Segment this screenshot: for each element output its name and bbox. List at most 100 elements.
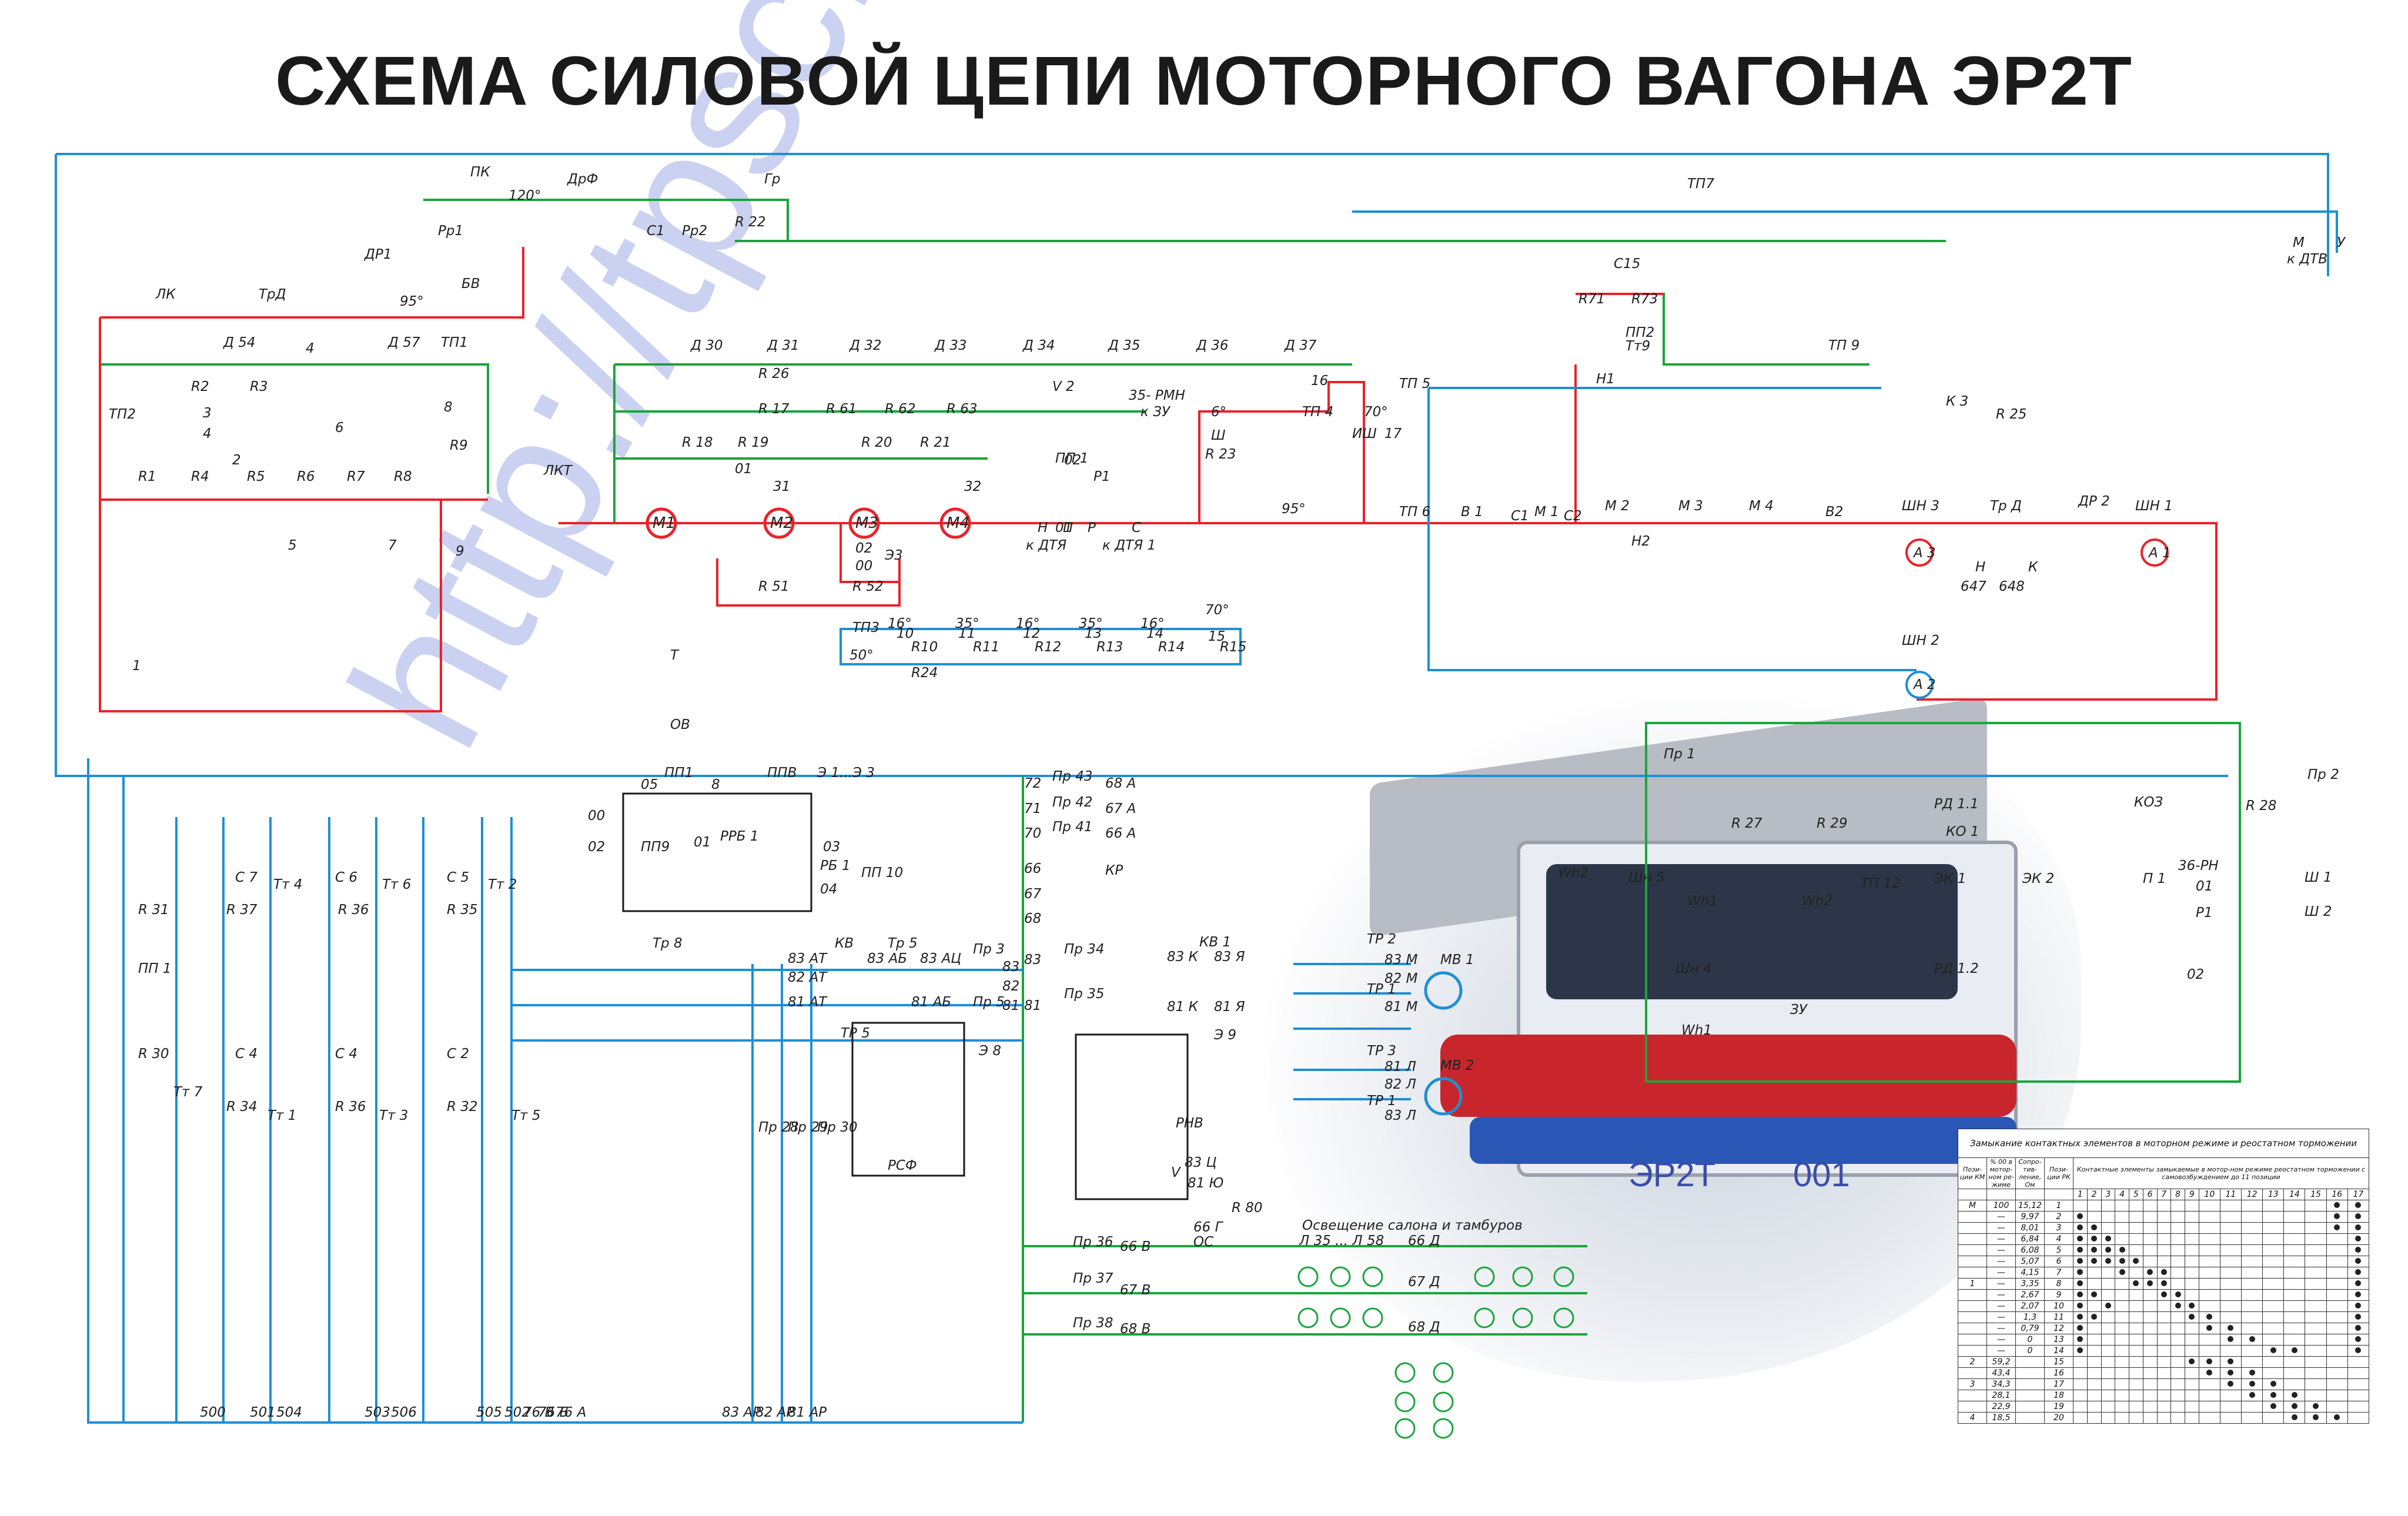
table-cell: 2,07 (2015, 1300, 2045, 1312)
closed-contact-dot (2119, 1258, 2125, 1264)
aux-label: R 36 (338, 902, 369, 918)
closed-contact-dot (2105, 1247, 2111, 1253)
contact-cell (2086, 1367, 2102, 1379)
closed-contact-dot (2133, 1258, 2139, 1264)
lamp-icon (1330, 1266, 1351, 1287)
mv-label: 81 М (1384, 999, 1418, 1015)
right-label: Шн 4 (1675, 961, 1712, 976)
contact-cell (2241, 1244, 2263, 1256)
lamps-label: КР (1105, 863, 1123, 878)
aux-label: 03 (823, 839, 840, 855)
train-red-stripe (1440, 1035, 2016, 1117)
contact-cell (2156, 1311, 2172, 1323)
contact-col-header: 4 (2115, 1189, 2129, 1200)
table-cell (1958, 1256, 1987, 1267)
contact-cell (2347, 1378, 2370, 1390)
resist-label: 35- РМН (1129, 388, 1185, 403)
contact-cell (2129, 1300, 2143, 1312)
top-label: Гр (764, 172, 780, 187)
contact-col-header: 1 (2073, 1189, 2088, 1200)
right-label: РД 1.1 (1934, 797, 1979, 812)
contact-cell (2170, 1412, 2185, 1424)
line-label: ТрД (259, 287, 286, 302)
field-label: М 3 (1678, 498, 1703, 514)
contact-col-header: 6 (2142, 1189, 2158, 1200)
table-header: Пози-ции РК (2044, 1157, 2073, 1189)
table-cell (2015, 1390, 2045, 1401)
diodes-label: Д 37 (1284, 338, 1317, 353)
closed-contact-dot (2355, 1336, 2362, 1342)
lamps-label: Пр 35 (1064, 986, 1104, 1002)
aux-label: ПП 10 (861, 865, 903, 881)
contact-cell (2198, 1345, 2220, 1357)
table-cell (2015, 1356, 2045, 1368)
contact-cell (2283, 1289, 2306, 1301)
closed-contact-dot (2334, 1202, 2340, 1208)
right-label: R 29 (1817, 816, 1848, 831)
mv-label: 83 Л (1384, 1108, 1416, 1123)
aux-black-e9 (1075, 1033, 1189, 1200)
contact-cell (2185, 1367, 2199, 1379)
contact-cell (2129, 1311, 2143, 1323)
resist-label: 00 (855, 558, 872, 574)
field-label: 70° (1364, 404, 1388, 420)
field-label: 17 (1384, 426, 1402, 441)
resist-label: R 52 (852, 579, 884, 594)
table-cell: 2 (2044, 1211, 2073, 1223)
table-cell: 1 (1958, 1278, 1987, 1290)
table-cell (2015, 1367, 2045, 1379)
right-label: 02 (2187, 967, 2204, 982)
contact-cell (2115, 1278, 2129, 1290)
table-cell: 3 (2044, 1222, 2073, 1234)
table-header-contacts: Контактные элементы замыкаемые в мотор-н… (2073, 1157, 2369, 1189)
aux-label: R 32 (447, 1099, 478, 1115)
contact-cell (2326, 1289, 2348, 1301)
table-cell (1958, 1222, 1987, 1234)
lamps-label: 68 (1024, 911, 1041, 926)
table-cell: 10 (2044, 1300, 2073, 1312)
contact-cell (2219, 1300, 2242, 1312)
contact-cell (2241, 1356, 2263, 1368)
lamp-icon (1297, 1266, 1319, 1287)
closed-contact-dot (2355, 1247, 2362, 1253)
brake-label: R14 (1158, 640, 1185, 655)
brake-label: 16° (1141, 616, 1165, 631)
contact-cell (2326, 1378, 2348, 1390)
contact-cell (2142, 1412, 2158, 1424)
contact-cell (2198, 1244, 2220, 1256)
closed-contact-dot (2160, 1269, 2167, 1275)
aux-label: РБ 1 (820, 858, 851, 874)
table-cell (1958, 1367, 1987, 1379)
contact-cell (2283, 1222, 2306, 1234)
contact-cell (2073, 1278, 2088, 1290)
closed-contact-dot (2291, 1347, 2297, 1353)
table-cell (2015, 1412, 2045, 1424)
contact-cell (2086, 1356, 2102, 1368)
ammeter-a1 (2141, 538, 2169, 567)
contact-cell (2170, 1378, 2185, 1390)
ammeter-a3 (1905, 538, 1934, 567)
contact-cell (2241, 1233, 2263, 1245)
contact-cell (2156, 1300, 2172, 1312)
contact-cell (2142, 1390, 2158, 1401)
table-cell (1958, 1211, 1987, 1223)
field-label: Н1 (1596, 372, 1615, 387)
train-number-label: 001 (1793, 1156, 1850, 1194)
line-label: Т (670, 648, 680, 663)
closed-contact-dot (2105, 1258, 2111, 1264)
contact-cell (2241, 1211, 2263, 1223)
contact-cell (2241, 1412, 2263, 1424)
lamps-label: КВ 1 (1199, 935, 1231, 950)
lamps-label: 66 Г (1193, 1220, 1224, 1235)
closed-contact-dot (2147, 1280, 2153, 1286)
contact-cell (2198, 1367, 2220, 1379)
lamps-label: 83 Я (1214, 949, 1245, 965)
contact-cell (2115, 1289, 2129, 1301)
